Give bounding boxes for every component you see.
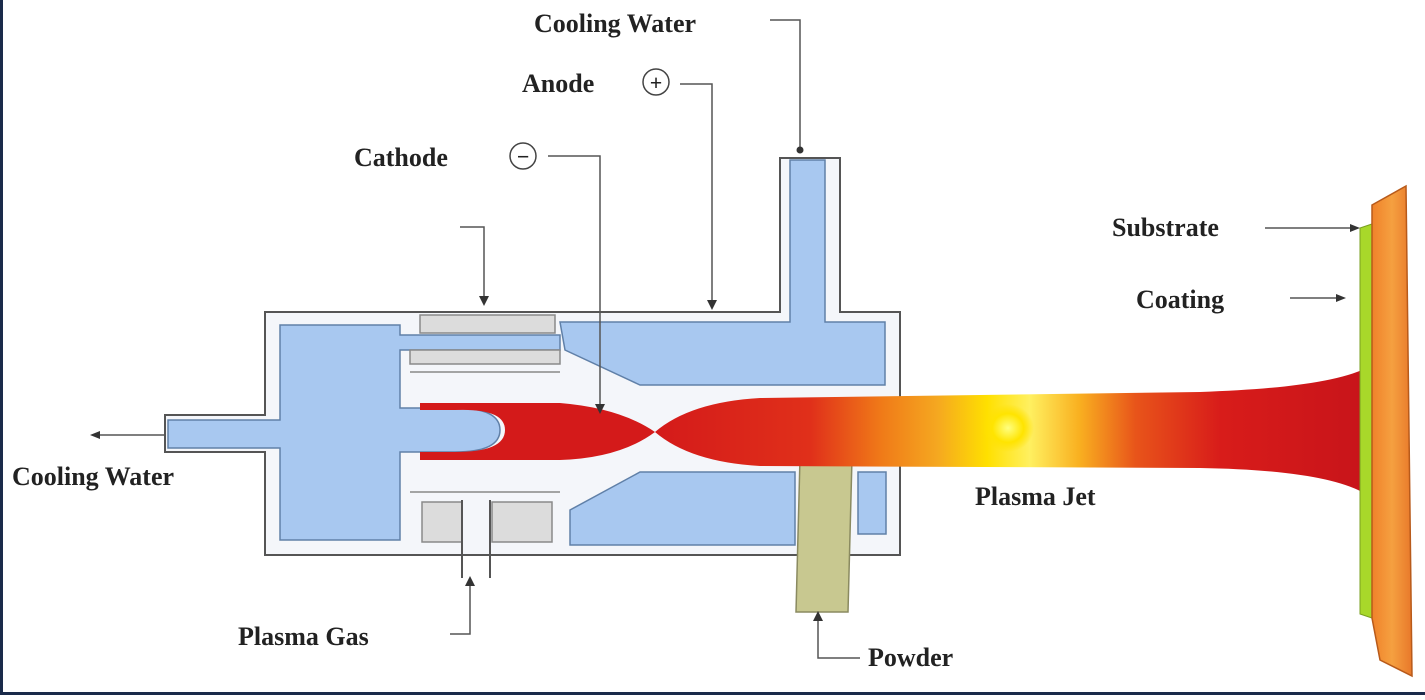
anode-polarity-symbol <box>642 68 670 96</box>
leader-cathode <box>548 155 601 410</box>
label-plasma-gas: Plasma Gas <box>238 622 369 651</box>
label-anode: Anode <box>522 69 594 98</box>
leader-cooling-top <box>770 19 801 148</box>
leader-lines <box>96 19 1355 659</box>
label-coating: Coating <box>1136 285 1224 314</box>
left-water-chamber <box>167 324 561 541</box>
anode-lower-water-right <box>857 471 887 535</box>
arrow-powder <box>813 611 823 621</box>
arrow-plasma-gas <box>465 576 475 586</box>
anode-lower-water <box>569 471 796 546</box>
anode-upper-water <box>559 159 886 386</box>
insulator-bottom-right <box>491 501 553 543</box>
leader-powder <box>817 616 860 659</box>
anode-polarity-text: + <box>650 70 663 95</box>
plasma-arc-cathode <box>420 403 655 460</box>
substrate-plate <box>1371 184 1413 678</box>
cathode-polarity-symbol <box>509 142 537 170</box>
powder-injector <box>795 457 853 613</box>
leader-arrowheads <box>90 146 1360 621</box>
label-plasma-jet: Plasma Jet <box>975 482 1096 511</box>
label-cooling-water-left: Cooling Water <box>12 462 174 491</box>
insulator-top <box>419 314 556 334</box>
coating-layer <box>1359 223 1373 619</box>
arrow-substrate <box>1350 224 1360 232</box>
plasma-jet-hotspot <box>982 404 1034 452</box>
insulator-mid <box>409 349 561 365</box>
label-substrate: Substrate <box>1112 213 1219 242</box>
arrow-cooling-top <box>796 146 804 154</box>
arrow-cathode <box>595 404 605 414</box>
leader-insulator <box>460 226 485 302</box>
arrow-insulator <box>479 296 489 306</box>
leader-anode <box>680 83 713 305</box>
arrow-coating <box>1336 294 1346 302</box>
leader-plasma-gas <box>450 582 471 635</box>
label-cathode: Cathode <box>354 143 448 172</box>
label-powder: Powder <box>868 643 953 672</box>
label-cooling-water-top: Cooling Water <box>534 9 696 38</box>
cathode-polarity-text: − <box>517 144 530 169</box>
arrow-cooling-left <box>90 431 100 439</box>
insulator-bottom-left <box>421 501 463 543</box>
arrow-anode <box>707 300 717 310</box>
